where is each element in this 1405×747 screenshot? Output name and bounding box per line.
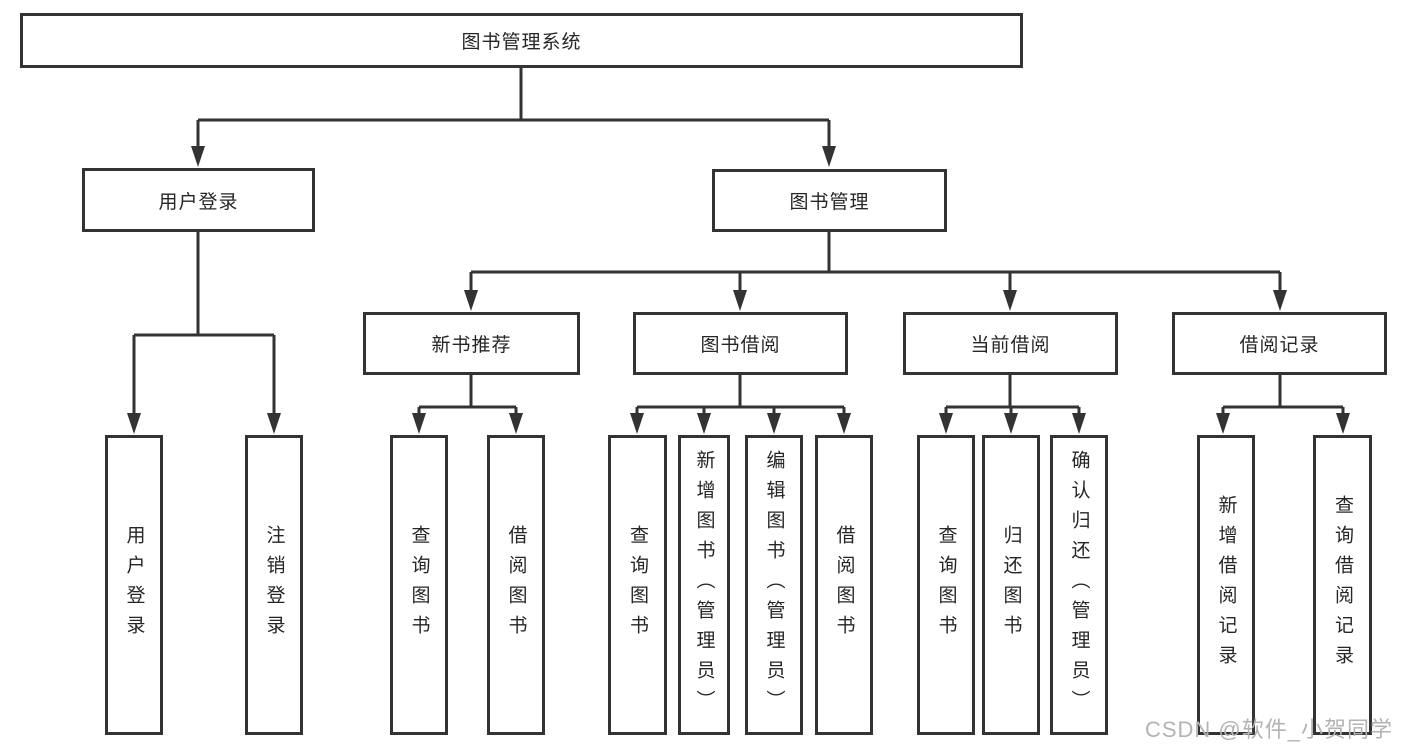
leaf-label: 查询图书 bbox=[408, 525, 430, 645]
leaf-borrow-books: 借阅图书 bbox=[815, 435, 873, 735]
node-book-management: 图书管理 bbox=[712, 169, 947, 232]
csdn-watermark: CSDN @软件_小贺同学 bbox=[1144, 717, 1393, 742]
node-current-borrowing: 当前借阅 bbox=[903, 312, 1118, 375]
leaf-edit-books-admin: 编辑图书（管理员） bbox=[745, 435, 803, 735]
node-label: 新书推荐 bbox=[431, 335, 512, 356]
node-label: 用户登录 bbox=[158, 191, 239, 213]
leaf-add-borrow-record: 新增借阅记录 bbox=[1197, 435, 1255, 735]
node-label: 借阅记录 bbox=[1239, 335, 1320, 356]
leaf-label: 编辑图书（管理员） bbox=[763, 450, 785, 720]
node-library-system: 图书管理系统 bbox=[20, 13, 1023, 68]
leaf-label: 确认归还（管理员） bbox=[1068, 450, 1090, 720]
leaf-query-borrow-record: 查询借阅记录 bbox=[1313, 435, 1372, 735]
leaf-label: 新增图书（管理员） bbox=[693, 450, 715, 720]
leaf-label: 借阅图书 bbox=[505, 525, 527, 645]
leaf-label: 新增借阅记录 bbox=[1215, 495, 1237, 675]
leaf-query-books-borrowing: 查询图书 bbox=[608, 435, 667, 735]
node-borrowing-records: 借阅记录 bbox=[1172, 312, 1387, 375]
node-book-borrowing: 图书借阅 bbox=[633, 312, 848, 375]
node-label: 图书管理系统 bbox=[461, 32, 582, 53]
leaf-return-books: 归还图书 bbox=[982, 435, 1040, 735]
leaf-user-login: 用户登录 bbox=[105, 435, 163, 735]
leaf-confirm-return-admin: 确认归还（管理员） bbox=[1050, 435, 1108, 735]
leaf-label: 查询图书 bbox=[935, 525, 957, 645]
node-label: 当前借阅 bbox=[970, 335, 1051, 356]
node-user-login: 用户登录 bbox=[82, 168, 315, 232]
leaf-query-books-current: 查询图书 bbox=[917, 435, 975, 735]
leaf-label: 借阅图书 bbox=[833, 525, 855, 645]
node-new-book-recommend: 新书推荐 bbox=[363, 312, 580, 375]
leaf-label: 归还图书 bbox=[1000, 525, 1022, 645]
leaf-query-books-recommend: 查询图书 bbox=[390, 435, 448, 735]
arrowheads bbox=[127, 146, 1350, 434]
node-label: 图书借阅 bbox=[700, 335, 781, 356]
leaf-label: 查询借阅记录 bbox=[1332, 495, 1353, 675]
leaf-borrow-books-recommend: 借阅图书 bbox=[487, 435, 545, 735]
leaf-add-books-admin: 新增图书（管理员） bbox=[678, 435, 730, 735]
leaf-label: 用户登录 bbox=[123, 525, 145, 645]
leaf-label: 注销登录 bbox=[263, 525, 285, 645]
leaf-logout: 注销登录 bbox=[245, 435, 303, 735]
leaf-label: 查询图书 bbox=[627, 525, 648, 645]
node-label: 图书管理 bbox=[789, 192, 870, 213]
